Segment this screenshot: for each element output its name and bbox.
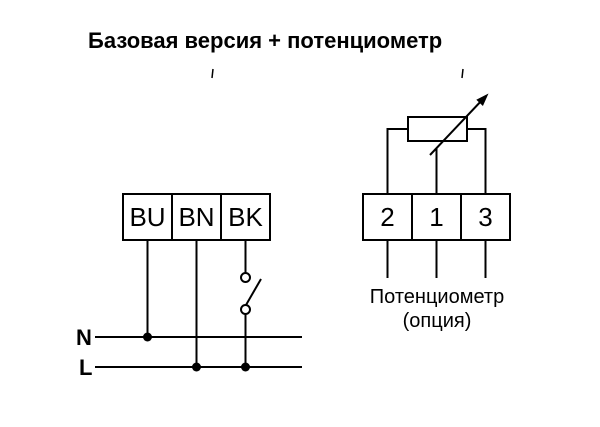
left-terminal-box: [122, 193, 271, 241]
tick-mark-right: [461, 68, 464, 79]
neutral-rail-label: N: [76, 325, 92, 350]
wiper-arrow-icon: [476, 93, 489, 106]
potentiometer-symbol: [407, 93, 489, 156]
wire-terminal3-to-pot: [467, 128, 487, 194]
diagram-title: Базовая версия + потенциометр: [88, 28, 442, 53]
wire-terminal2-to-pot: [386, 128, 408, 194]
switch-symbol: [240, 272, 262, 315]
terminal-label-2: 2: [380, 202, 394, 232]
terminal-label-1: 1: [429, 202, 443, 232]
junction-dot-bn-line: [192, 362, 201, 372]
terminal-label-bn: BN: [178, 202, 214, 232]
switch-contact-upper: [240, 272, 251, 283]
switch-lever: [245, 278, 262, 306]
right-terminal-block: 2 1 3: [362, 193, 511, 241]
potentiometer-body: [407, 116, 468, 142]
caption-line-2: (опция): [403, 310, 472, 332]
tick-mark-left: [211, 68, 214, 79]
terminal-label-bu: BU: [129, 202, 165, 232]
line-rail-label: L: [79, 355, 92, 380]
junction-dot-bu-neutral: [143, 332, 152, 342]
switch-contact-lower: [240, 304, 251, 315]
potentiometer-caption: Потенциометр (опция): [370, 286, 504, 332]
terminal-label-3: 3: [478, 202, 492, 232]
caption-line-1: Потенциометр: [370, 286, 504, 308]
power-rails: N L: [76, 325, 302, 380]
terminal-label-bk: BK: [228, 202, 263, 232]
junction-dot-bk-line: [241, 362, 250, 372]
wiper-arrow-shaft: [429, 97, 485, 156]
left-terminal-block: BU BN BK: [122, 193, 271, 241]
